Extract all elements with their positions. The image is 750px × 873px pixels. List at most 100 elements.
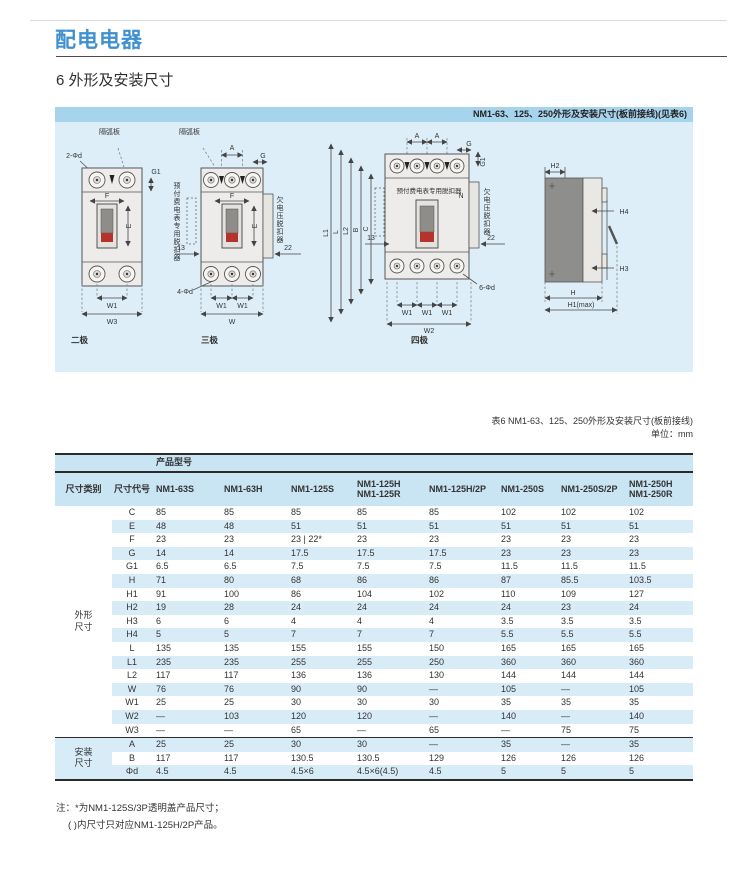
table-cell: 165 bbox=[629, 643, 645, 654]
table-cell: 360 bbox=[561, 656, 577, 667]
table-cell: 235 bbox=[156, 656, 172, 667]
diagram-panel: 2-Φd G1 F E W1 bbox=[55, 122, 693, 372]
table-cell: 102 bbox=[561, 507, 577, 518]
table-cell: 105 bbox=[501, 683, 517, 694]
row-code: H bbox=[128, 575, 136, 586]
table-cell: 71 bbox=[156, 575, 167, 586]
column-header-model: NM1-63H bbox=[224, 483, 263, 494]
table-cell: 23 bbox=[357, 534, 368, 545]
table-cell: 150 bbox=[429, 643, 445, 654]
figure-banner: NM1-63、125、250外形及安装尺寸(板前接线)(见表6) bbox=[55, 107, 693, 122]
table-cell: 86 bbox=[291, 588, 302, 599]
table-cell: 17.5 bbox=[291, 547, 309, 558]
undervoltage-release-label: 欠电压脱扣器 bbox=[483, 188, 490, 236]
side-view-diagram: H2 H4 H3 H H1(max) bbox=[544, 163, 629, 314]
terminals bbox=[389, 158, 465, 274]
prepaid-release-label: 预付费电表专用脱扣器 bbox=[396, 188, 462, 195]
table-cell: 6 bbox=[156, 615, 162, 626]
table-cell: — bbox=[224, 724, 233, 735]
table-cell: 105 bbox=[629, 683, 645, 694]
table-cell: 23 bbox=[224, 534, 235, 545]
table-cell: 87 bbox=[501, 575, 512, 586]
table-cell: 35 bbox=[561, 697, 572, 708]
table-cell: 23 bbox=[629, 534, 640, 545]
pole4-diagram: L1 L L2 B C A A G G1 bbox=[323, 133, 505, 334]
table-cell: 24 bbox=[357, 602, 368, 613]
table-cell: 51 bbox=[291, 520, 302, 531]
table-cell: 24 bbox=[291, 602, 302, 613]
table-cell: 4.5×6(4.5) bbox=[357, 766, 399, 777]
table-cell: 35 bbox=[501, 697, 512, 708]
table-cell: 120 bbox=[357, 710, 373, 721]
table-cell: 35 bbox=[497, 737, 557, 752]
table-cell: 75 bbox=[561, 724, 572, 735]
table-cell: 102 bbox=[429, 588, 445, 599]
dim-label: E bbox=[252, 223, 259, 228]
table-cell: 5 bbox=[629, 766, 635, 777]
table-cell: 90 bbox=[357, 683, 368, 694]
column-header-model: NM1-125S bbox=[291, 483, 335, 494]
dim-label: W1 bbox=[237, 303, 248, 310]
dim-label: A bbox=[435, 133, 440, 140]
table-cell: 6.5 bbox=[224, 561, 237, 572]
row-code: H1 bbox=[126, 588, 138, 599]
terminals bbox=[203, 172, 261, 282]
row-code: H3 bbox=[126, 615, 138, 626]
dim-label: G bbox=[260, 153, 265, 160]
table-cell: 85 bbox=[357, 507, 368, 518]
table-cell: 86 bbox=[357, 575, 368, 586]
table-cell: — bbox=[561, 710, 570, 721]
note-line-1: 注：*为NM1-125S/3P透明盖产品尺寸； bbox=[56, 803, 224, 814]
table-cell: 23 bbox=[629, 547, 640, 558]
row-code: L2 bbox=[126, 670, 137, 681]
table-cell: 11.5 bbox=[561, 561, 578, 572]
table-cell: 35 bbox=[625, 737, 694, 752]
section-title: 6 外形及安装尺寸 bbox=[56, 72, 174, 89]
table-cell: 17.5 bbox=[429, 547, 447, 558]
table-cell: 4.5 bbox=[156, 766, 169, 777]
table-cell: 5.5 bbox=[501, 629, 514, 640]
table-cell: 51 bbox=[561, 520, 572, 531]
table-cell: 23 bbox=[501, 547, 512, 558]
table-cell: 255 bbox=[291, 656, 307, 667]
row-code: W3 bbox=[125, 724, 139, 735]
dim-label: L bbox=[333, 230, 340, 234]
table-cell: 117 bbox=[156, 670, 171, 681]
table-cell: 85 bbox=[429, 507, 440, 518]
dim-label: 13 bbox=[177, 245, 185, 252]
row-group-label: 安装尺寸 bbox=[55, 737, 112, 780]
row-code: W1 bbox=[125, 697, 139, 708]
row-code: Φd bbox=[125, 766, 139, 777]
arc-plate-label: 隔弧板 bbox=[179, 129, 200, 136]
dim-label: A bbox=[230, 145, 235, 152]
table-cell: 68 bbox=[291, 575, 302, 586]
table-cell: 129 bbox=[429, 752, 445, 763]
table-cell: 5.5 bbox=[561, 629, 574, 640]
row-code: C bbox=[128, 507, 136, 518]
table-cell: 25 bbox=[156, 697, 167, 708]
table-cell: 48 bbox=[224, 520, 235, 531]
dim-label: H3 bbox=[620, 266, 629, 273]
row-code: H4 bbox=[126, 629, 138, 640]
table-cell: 103 bbox=[224, 710, 240, 721]
table-cell: 103.5 bbox=[629, 575, 652, 586]
column-header-code: 尺寸代号 bbox=[113, 483, 150, 494]
mounting-screws bbox=[549, 183, 555, 277]
table-cell: 144 bbox=[501, 670, 517, 681]
product-model-label: 产品型号 bbox=[152, 454, 694, 473]
page-title: 配电电器 bbox=[55, 29, 143, 52]
table-cell: 4.5 bbox=[429, 766, 442, 777]
table-cell: 135 bbox=[224, 643, 240, 654]
top-divider bbox=[30, 20, 727, 21]
table-cell: 75 bbox=[629, 724, 640, 735]
table-cell: 4.5 bbox=[224, 766, 237, 777]
table-cell: 5.5 bbox=[629, 629, 642, 640]
